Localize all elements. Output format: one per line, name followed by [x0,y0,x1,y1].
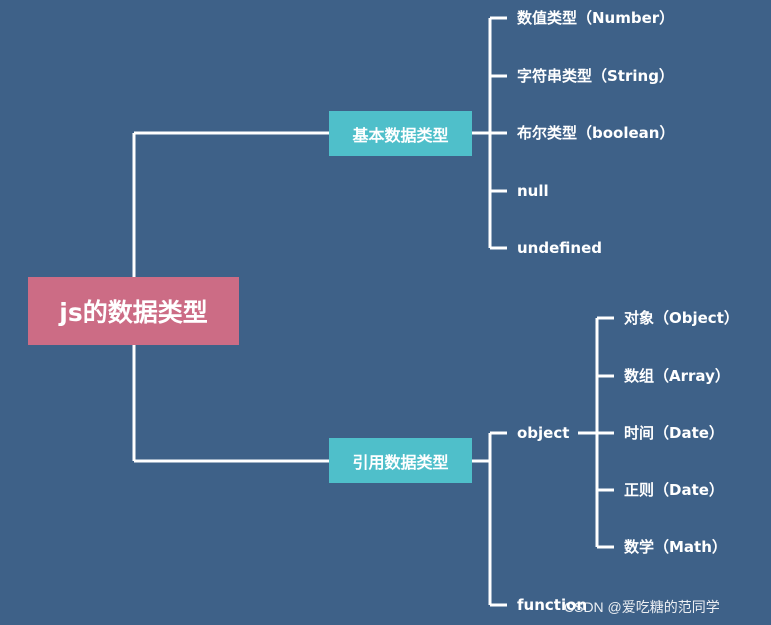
leaf-object-date: 时间（Date） [624,424,724,442]
leaf-function: function [517,596,588,614]
leaf-null: null [517,182,549,200]
watermark: CSDN @爱吃糖的范同学 [564,599,720,615]
leaf-undefined: undefined [517,239,602,257]
leaf-object-math: 数学（Math） [624,538,727,556]
leaf-object-regexp: 正则（Date） [624,481,724,499]
reference-types-node: 引用数据类型 [329,438,472,483]
leaf-string: 字符串类型（String） [517,67,674,85]
leaf-object-array: 数组（Array） [624,367,730,385]
leaf-object-object: 对象（Object） [624,309,739,327]
basic-types-node: 基本数据类型 [329,111,472,156]
root-node: js的数据类型 [28,277,239,345]
leaf-boolean: 布尔类型（boolean） [517,124,675,142]
leaf-object: object [517,424,570,442]
leaf-number: 数值类型（Number） [517,9,675,27]
